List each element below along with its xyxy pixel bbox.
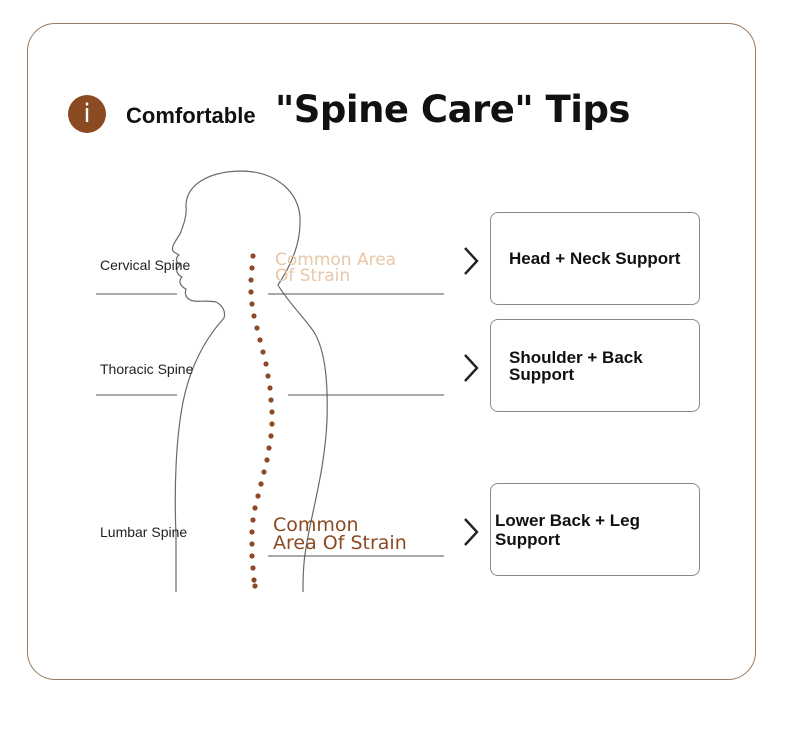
strain-label-upper: Common Area Of Strain [275, 250, 397, 287]
title-prefix: Comfortable [126, 103, 256, 128]
page-title: "Spine Care" Tips [275, 88, 630, 131]
tip-box-lower-back-leg: Lower Back + Leg Support [490, 483, 700, 576]
chevron-right-icon [464, 518, 479, 546]
body-outline [171, 170, 328, 593]
tip-text-line1: Lower Back + Leg [495, 510, 641, 530]
region-label-cervical: Cervical Spine [100, 257, 191, 273]
tip-text-line2: Support [495, 529, 561, 549]
tip-box-shoulder-back: Shoulder + Back Support [490, 319, 700, 412]
info-icon: i [68, 95, 106, 133]
chevron-right-icon [464, 247, 479, 275]
tip-box-head-neck: Head + Neck Support [490, 212, 700, 305]
tip-text-line2: Support [509, 364, 575, 384]
region-label-lumbar: Lumbar Spine [100, 524, 188, 540]
spine-dots [248, 253, 275, 589]
tip-text-line1: Head + Neck Support [509, 249, 681, 268]
strain-label-lower: Common Area Of Strain [273, 514, 443, 555]
region-label-thoracic: Thoracic Spine [100, 361, 194, 377]
tip-text-line1: Shoulder + Back [509, 347, 643, 367]
chevron-right-icon [464, 354, 479, 382]
strain-label-lower-line1: Common [273, 514, 359, 536]
strain-label-lower-line2: Area Of Strain [273, 532, 407, 555]
